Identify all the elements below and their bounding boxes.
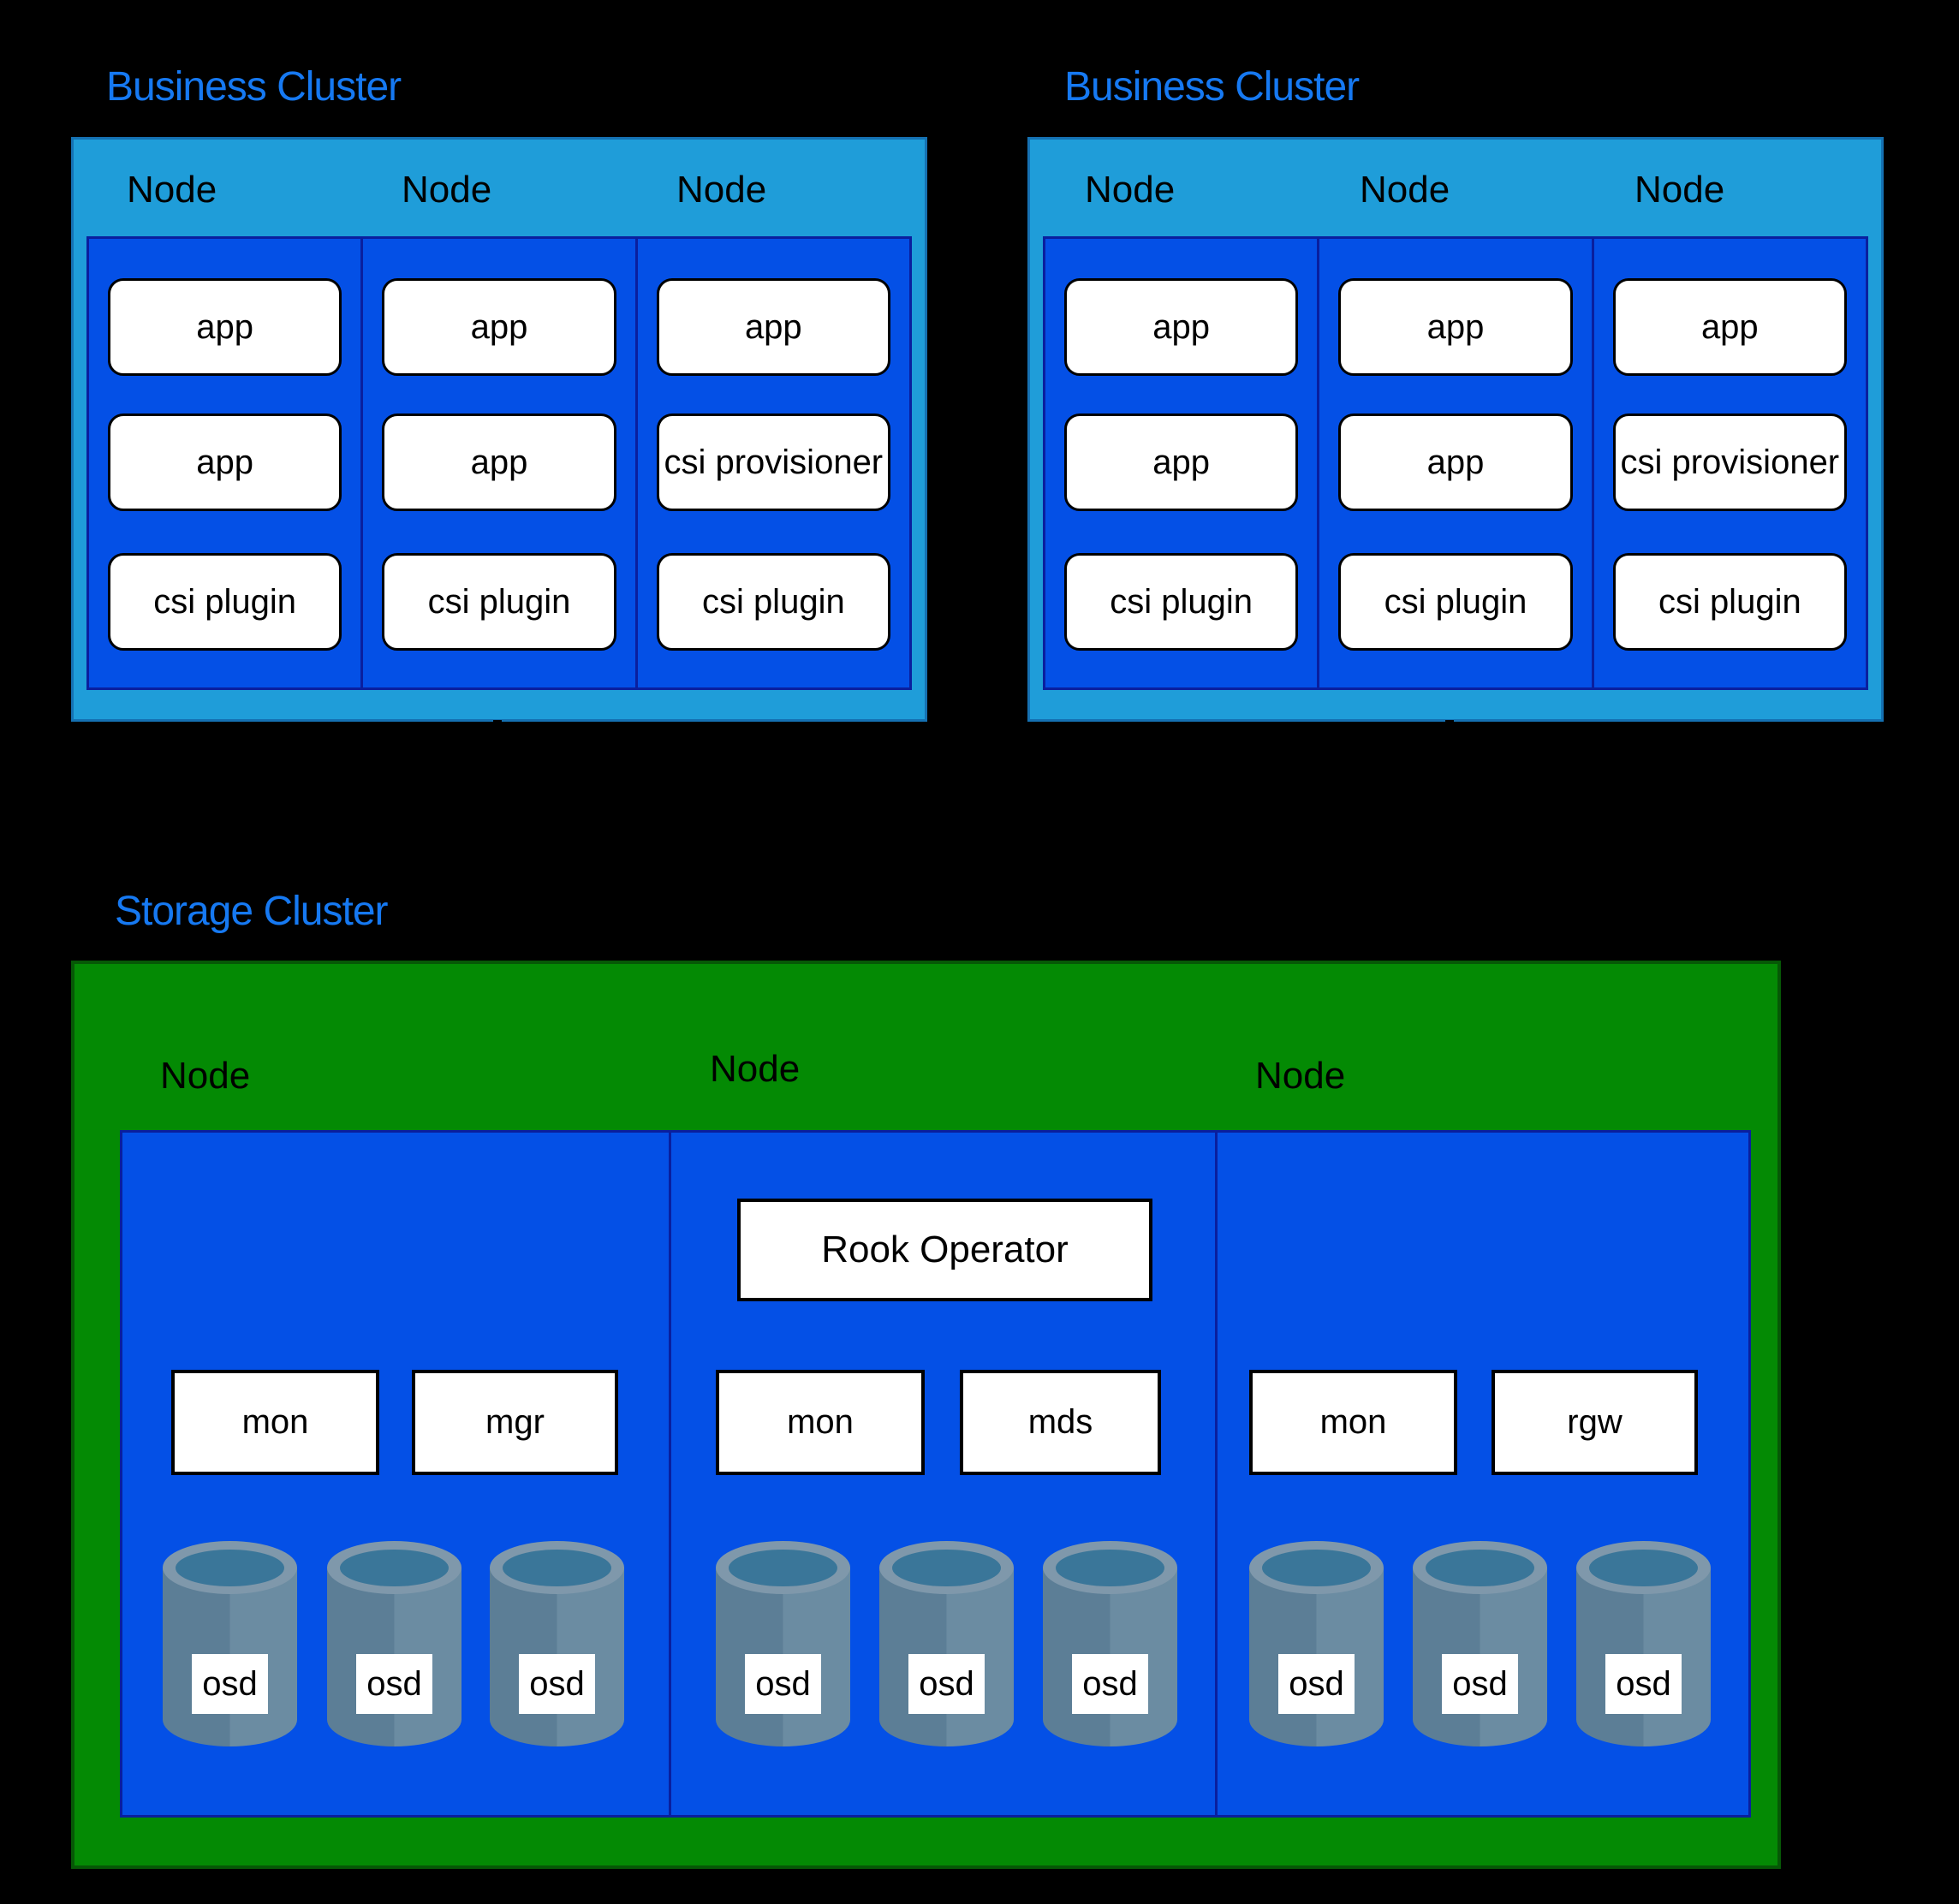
pod-csi-plugin: csi plugin (108, 553, 342, 651)
osd-label: osd (908, 1654, 985, 1714)
cylinder-hole (1056, 1550, 1164, 1586)
storage-cluster: Node Node Node Rook Operator mon mgr mon… (71, 961, 1781, 1869)
osd-cylinder: osd (490, 1541, 624, 1746)
rook-operator-box: Rook Operator (737, 1199, 1152, 1301)
cylinder-hole (1262, 1550, 1371, 1586)
pod-app: app (656, 278, 890, 376)
pod-csi-plugin: csi plugin (1064, 553, 1299, 651)
bc2-node-3-label: Node (1634, 169, 1725, 211)
sc-node-1-label: Node (160, 1055, 251, 1097)
bc1-node-3-label: Node (676, 169, 767, 211)
pod-app: app (108, 278, 342, 376)
osd-cylinder: osd (1043, 1541, 1177, 1746)
osd-label: osd (1442, 1654, 1518, 1714)
business-cluster-1: Node Node Node app app csi plugin app ap… (71, 137, 927, 722)
cylinder-hole (340, 1550, 449, 1586)
pod-app: app (382, 278, 616, 376)
bc1-node-3-column: app csi provisioner csi plugin (637, 239, 909, 687)
bc2-node-1-column: app app csi plugin (1045, 239, 1318, 687)
osd-cylinder: osd (879, 1541, 1014, 1746)
storage-nodes-container: Rook Operator mon mgr mon mds mon rgw os… (120, 1130, 1751, 1818)
pod-csi-plugin: csi plugin (656, 553, 890, 651)
pod-app: app (1612, 278, 1847, 376)
osd-label: osd (192, 1654, 268, 1714)
business-cluster-2-title: Business Cluster (1064, 64, 1360, 110)
cylinder-hole (176, 1550, 284, 1586)
osd-cylinder: osd (163, 1541, 297, 1746)
pod-csi-plugin: csi plugin (1612, 553, 1847, 651)
pod-csi-plugin: csi plugin (382, 553, 616, 651)
cylinder-hole (729, 1550, 837, 1586)
osd-label: osd (1072, 1654, 1148, 1714)
pod-csi-provisioner: csi provisioner (1612, 414, 1847, 511)
sc-node-3-label: Node (1255, 1055, 1346, 1097)
pod-app: app (1064, 414, 1299, 511)
osd-label: osd (745, 1654, 821, 1714)
pod-app: app (382, 414, 616, 511)
connector-stub-bc1 (493, 720, 502, 727)
osd-cylinder: osd (716, 1541, 850, 1746)
osd-label: osd (1605, 1654, 1682, 1714)
cylinder-hole (503, 1550, 611, 1586)
service-box-mon: mon (1249, 1370, 1457, 1475)
bc2-node-1-label: Node (1085, 169, 1176, 211)
service-box-mds: mds (960, 1370, 1161, 1475)
pod-app: app (108, 414, 342, 511)
service-box-rgw: rgw (1492, 1370, 1698, 1475)
service-box-mgr: mgr (412, 1370, 618, 1475)
bc1-node-columns: app app csi plugin app app csi plugin ap… (86, 236, 912, 690)
cylinder-hole (892, 1550, 1001, 1586)
storage-cluster-title: Storage Cluster (115, 889, 388, 934)
pod-app: app (1338, 278, 1573, 376)
osd-label: osd (519, 1654, 595, 1714)
pod-app: app (1064, 278, 1299, 376)
section-divider (669, 1133, 671, 1815)
bc1-node-2-column: app app csi plugin (363, 239, 635, 687)
bc2-node-2-column: app app csi plugin (1319, 239, 1592, 687)
business-cluster-1-title: Business Cluster (106, 64, 402, 110)
osd-label: osd (1278, 1654, 1355, 1714)
osd-cylinder: osd (1413, 1541, 1547, 1746)
bc1-node-2-label: Node (402, 169, 492, 211)
section-divider (1215, 1133, 1218, 1815)
bc2-node-3-column: app csi provisioner csi plugin (1593, 239, 1866, 687)
bc2-node-columns: app app csi plugin app app csi plugin ap… (1043, 236, 1868, 690)
osd-label: osd (356, 1654, 432, 1714)
cylinder-hole (1589, 1550, 1698, 1586)
service-box-mon: mon (716, 1370, 925, 1475)
osd-cylinder: osd (1576, 1541, 1711, 1746)
pod-app: app (1338, 414, 1573, 511)
bc2-node-2-label: Node (1360, 169, 1450, 211)
pod-csi-provisioner: csi provisioner (656, 414, 890, 511)
connector-stub-bc2 (1445, 720, 1454, 727)
osd-cylinder: osd (1249, 1541, 1384, 1746)
pod-csi-plugin: csi plugin (1338, 553, 1573, 651)
service-box-mon: mon (171, 1370, 379, 1475)
business-cluster-2: Node Node Node app app csi plugin app ap… (1027, 137, 1884, 722)
bc1-node-1-label: Node (127, 169, 217, 211)
connector-stub-storage (924, 953, 933, 961)
osd-cylinder: osd (327, 1541, 461, 1746)
bc1-node-1-column: app app csi plugin (89, 239, 361, 687)
sc-node-2-label: Node (710, 1048, 801, 1090)
cylinder-hole (1426, 1550, 1534, 1586)
